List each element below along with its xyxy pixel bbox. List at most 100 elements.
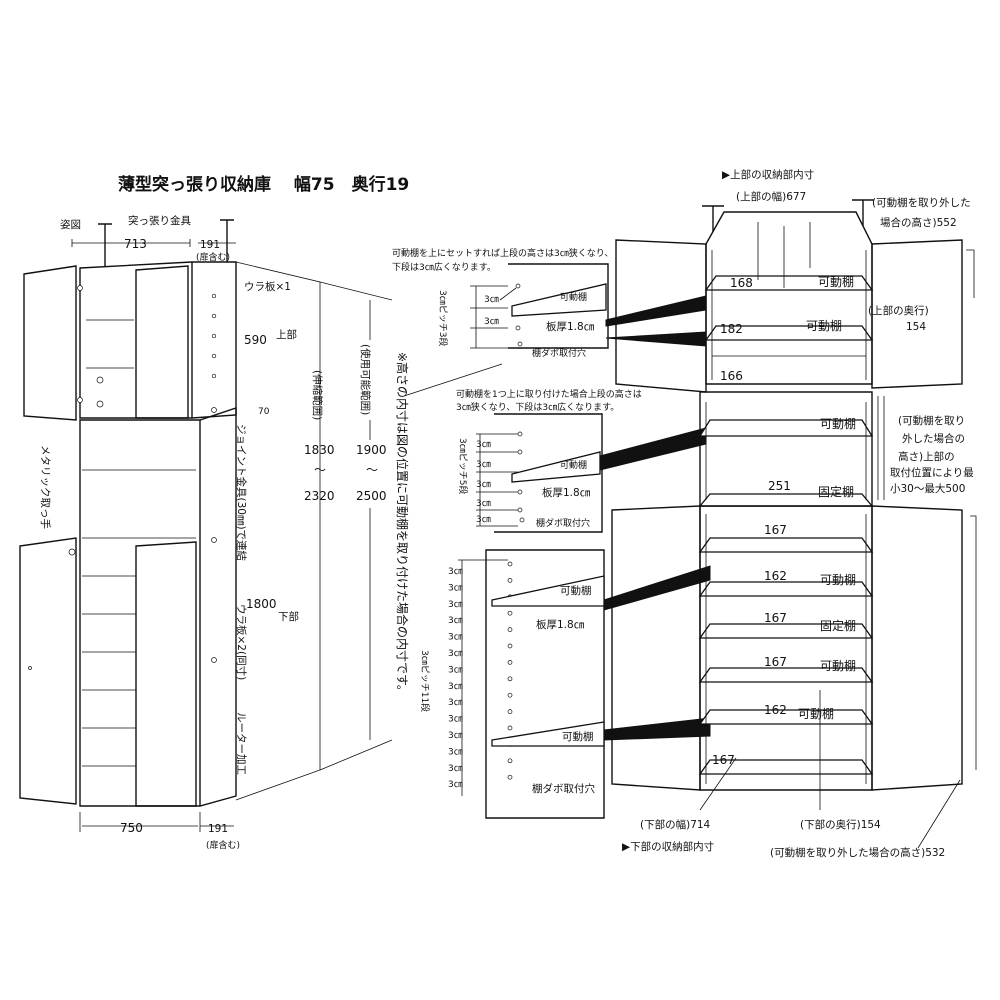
upper-cabinet-body	[79, 261, 237, 419]
left-elevation: 姿図 突っ張り金具 713 191 (扉含む) ウラ板×1 590 上部 70 …	[19, 214, 410, 851]
detail-2-note-line2: 3㎝狭くなり、下段は3㎝広くなります。	[456, 401, 619, 413]
router-label: ルーター加工	[235, 712, 247, 775]
top-depth: 191	[200, 239, 220, 251]
upper-removed-height-line1: (可動棚を取り外した	[872, 196, 971, 209]
dowel-hole	[507, 627, 513, 632]
detail-1-note-line2: 下段は3㎝広くなります。	[392, 261, 496, 273]
lower-right-door	[871, 505, 963, 791]
bottom-depth-note: (扉含む)	[206, 839, 240, 851]
detail-2-shelf	[511, 451, 601, 483]
detail-2-dim-4: 3㎝	[476, 515, 491, 525]
detail-2: 可動棚を1つ上に取り付けた場合上段の高さは 3㎝狭くなり、下段は3㎝広くなります…	[403, 363, 707, 533]
detail-1-dim-1: 3㎝	[484, 317, 499, 327]
detail-3-dim-2: 3㎝	[448, 600, 463, 610]
usable-max: 2500	[356, 489, 387, 503]
dowel-hole	[507, 578, 513, 583]
upper-height-1: 182	[720, 322, 743, 336]
detail-2-shelf-label: 可動棚	[560, 459, 587, 471]
top-width: 713	[124, 237, 147, 251]
detail-1-dim-0: 3㎝	[484, 295, 499, 305]
detail-1-note-line1: 可動棚を上にセットすれば上段の高さは3㎝狭くなり、	[392, 247, 613, 259]
extend-min: 1830	[304, 443, 335, 457]
view-label: 姿図	[60, 218, 81, 231]
upper-depth: 154	[906, 321, 926, 333]
gap-dimension: 70	[258, 407, 270, 417]
detail-3-dim-0: 3㎝	[448, 567, 463, 577]
detail-3-dim-8: 3㎝	[448, 698, 463, 708]
lower-height-1: 162	[764, 569, 787, 583]
detail-3-shelf-label-top: 可動棚	[560, 584, 592, 597]
handle-label: メタリック取っ手	[39, 445, 52, 529]
top-depth-note: (扉含む)	[196, 251, 230, 263]
detail-1: 可動棚を上にセットすれば上段の高さは3㎝狭くなり、 下段は3㎝広くなります。 3…	[392, 247, 707, 359]
bottom-depth: 191	[208, 823, 228, 835]
detail-1-dowel: 棚ダボ取付穴	[532, 347, 586, 359]
upper-height: 590	[244, 333, 267, 347]
movable-shelf-label-0: 可動棚	[818, 274, 854, 289]
tension-hardware-icon	[702, 199, 874, 232]
mount-note-line3: 高さ)上部の	[898, 450, 955, 463]
mount-note-line4: 取付位置により最	[890, 466, 974, 479]
detail-3-shelf-label-bottom: 可動棚	[562, 730, 594, 743]
dowel-hole	[507, 709, 513, 714]
detail-3-dowel: 棚ダボ取付穴	[532, 782, 595, 795]
detail-2-dim-2: 3㎝	[476, 480, 491, 490]
upper-right-door	[135, 265, 189, 419]
detail-1-shelf-label: 可動棚	[560, 291, 587, 303]
detail-3-dim-3: 3㎝	[448, 616, 463, 626]
usable-min: 1900	[356, 443, 387, 457]
detail-3-dim-1: 3㎝	[448, 583, 463, 593]
dowel-hole	[507, 610, 513, 616]
lower-right-door	[135, 541, 197, 807]
movable-shelf-label-3: 可動棚	[820, 572, 856, 587]
lower-height-5: 167	[712, 753, 735, 767]
wall-lines	[235, 261, 393, 801]
height-note: ※高さの内寸は図の位置に可動棚を取り付けた場合の内寸です。	[395, 352, 410, 697]
lower-height-0: 167	[764, 523, 787, 537]
bottom-width: 750	[120, 821, 143, 835]
detail-3-thickness: 板厚1.8㎝	[536, 618, 585, 631]
detail-3-dim-12: 3㎝	[448, 764, 463, 774]
detail-3-pointer-bottom	[603, 717, 711, 741]
detail-2-dowel: 棚ダボ取付穴	[536, 517, 590, 529]
upper-height-0: 168	[730, 276, 753, 290]
upper-label: 上部	[276, 328, 297, 341]
lower-height: 1800	[246, 597, 277, 611]
dowel-hole	[507, 692, 513, 698]
detail-2-dim-1: 3㎝	[476, 460, 491, 470]
detail-3-dim-9: 3㎝	[448, 715, 463, 725]
detail-2-dim-0: 3㎝	[476, 440, 491, 450]
extend-range-label: (伸縮範囲)	[311, 370, 324, 420]
detail-1-thickness: 板厚1.8㎝	[546, 320, 595, 333]
page-title: 薄型突っ張り収納庫 幅75 奥行19	[118, 174, 409, 195]
detail-2-frame	[494, 413, 603, 533]
middle-height-0: 251	[768, 479, 791, 493]
lower-width: (下部の幅)714	[640, 818, 711, 831]
lower-cabinet-body	[79, 407, 237, 807]
movable-shelf-label-5: 可動棚	[798, 706, 834, 721]
usable-tilde: ～	[366, 463, 378, 477]
lower-removed-height: (可動棚を取り外した場合の高さ)532	[770, 846, 945, 859]
detail-1-frame	[508, 263, 609, 349]
detail-2-pointer	[599, 427, 707, 471]
detail-3-pitch: 3㎝ピッチ11段	[419, 650, 431, 712]
upper-removed-height-line2: 場合の高さ)552	[880, 216, 957, 229]
dowel-hole	[507, 561, 513, 567]
extend-tilde: ～	[314, 463, 326, 477]
upper-back-panel-label: ウラ板×1	[244, 280, 291, 293]
upper-inner-title: ▶上部の収納部内寸	[722, 168, 814, 181]
mount-note-line2: 外した場合の	[902, 432, 965, 445]
detail-2-pitch: 3㎝ピッチ5段	[457, 438, 469, 494]
lower-left-door	[611, 505, 701, 791]
lower-back-panel-label: ウラ板×2(同寸)	[235, 604, 248, 680]
lower-inner-title: ▶下部の収納部内寸	[622, 840, 714, 853]
mount-note-line1: (可動棚を取り	[898, 414, 965, 427]
detail-3-shelf-bottom	[491, 721, 605, 747]
detail-1-pointer	[605, 295, 707, 327]
detail-3-dim-5: 3㎝	[448, 649, 463, 659]
extend-max: 2320	[304, 489, 335, 503]
dowel-hole	[507, 725, 513, 731]
detail-2-dim-3: 3㎝	[476, 499, 491, 509]
